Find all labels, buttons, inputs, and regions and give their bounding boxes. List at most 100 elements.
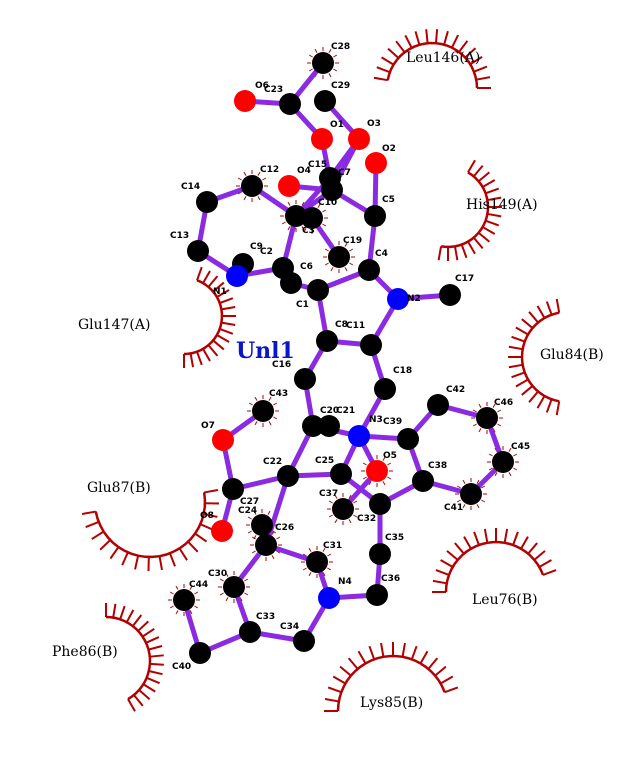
contact-spoke <box>382 481 386 486</box>
contact-spoke <box>194 605 199 609</box>
atom-c23 <box>279 93 301 115</box>
arc-spoke <box>472 236 484 250</box>
arc-spoke <box>221 305 236 311</box>
contact-spoke <box>273 402 278 406</box>
contact-spoke <box>322 209 327 213</box>
arc-spoke <box>212 281 225 293</box>
atom-label: C44 <box>189 580 208 590</box>
arc-curve <box>444 540 545 593</box>
contact-spoke <box>328 500 333 504</box>
arc-spoke <box>194 532 208 543</box>
arc-spoke <box>339 665 352 677</box>
arc-spoke <box>189 353 195 368</box>
arc-spoke <box>473 65 488 73</box>
atom-c13 <box>187 240 209 262</box>
contact-spoke <box>362 462 367 466</box>
atom-label: O1 <box>330 120 344 130</box>
residue-label: Lys85(B) <box>360 695 423 711</box>
atom-c27 <box>222 478 244 500</box>
atom-label: C40 <box>172 662 191 672</box>
arc-spoke <box>146 676 160 685</box>
atom-label: C20 <box>320 406 339 416</box>
contact-spoke <box>333 68 338 72</box>
arc-spoke <box>432 579 447 585</box>
arc-curve <box>183 279 224 356</box>
arc-spoke <box>482 179 496 188</box>
arc-spoke <box>520 536 529 550</box>
arc-spoke <box>85 521 100 528</box>
arc-spoke <box>199 523 214 531</box>
arc-spoke <box>503 528 509 543</box>
residue-label: Leu76(B) <box>472 592 538 608</box>
arc-spoke <box>203 512 218 518</box>
arc-spoke <box>178 547 188 561</box>
residue-label: Phe86(B) <box>52 644 118 660</box>
arc-spoke <box>112 603 117 618</box>
atom-c26 <box>255 534 277 556</box>
contact-spoke <box>492 403 496 408</box>
atom-label: C30 <box>208 569 227 579</box>
hydrophobic-arc <box>105 603 164 712</box>
atom-label: C45 <box>511 442 530 452</box>
contact-spoke <box>497 409 502 413</box>
contact-spoke <box>508 447 512 452</box>
contact-spoke <box>287 201 291 206</box>
atom-label: C38 <box>428 461 447 471</box>
contact-spoke <box>248 402 253 406</box>
contact-spoke <box>353 500 358 504</box>
atom-label: C29 <box>331 81 350 91</box>
contact-spoke <box>257 171 261 176</box>
atom-c34 <box>293 630 315 652</box>
atom-label: C28 <box>331 42 350 52</box>
atom-label: C31 <box>323 541 342 551</box>
contact-spoke <box>513 467 518 471</box>
contact-spoke <box>314 48 318 53</box>
hydrophobic-arc <box>324 642 459 712</box>
contact-spoke <box>456 485 461 489</box>
arc-spoke <box>137 620 150 632</box>
atom-c3 <box>301 207 323 229</box>
arc-spoke <box>473 531 480 546</box>
contact-spoke <box>169 605 174 609</box>
contact-spoke <box>472 423 477 427</box>
atom-c39 <box>397 428 419 450</box>
atom-label: C41 <box>444 503 463 513</box>
arc-spoke <box>487 196 502 202</box>
contact-spoke <box>253 510 257 515</box>
arc-spoke <box>207 344 219 357</box>
contact-spoke <box>476 479 480 484</box>
atom-o4 <box>278 175 300 197</box>
atom-label: C46 <box>494 398 513 408</box>
contact-spoke <box>244 592 249 596</box>
contact-spoke <box>308 547 312 552</box>
atom-label: C10 <box>318 198 337 208</box>
atom-c30 <box>223 576 245 598</box>
atom-c38 <box>412 470 434 492</box>
contact-spoke <box>488 453 493 457</box>
atom-label: C21 <box>336 406 355 416</box>
atom-label: C36 <box>381 574 400 584</box>
atom-label: C24 <box>238 506 257 516</box>
contact-spoke <box>243 171 247 176</box>
arc-spoke <box>443 30 449 45</box>
arc-spoke <box>381 56 395 66</box>
contact-spoke <box>478 403 482 408</box>
arc-spoke <box>138 689 151 700</box>
contact-spoke <box>328 73 332 78</box>
arc-spoke <box>425 29 429 44</box>
arc-spoke <box>427 657 439 670</box>
contact-spoke <box>348 494 352 499</box>
bond <box>263 473 291 548</box>
arc-spoke <box>121 551 129 566</box>
contact-spoke <box>308 572 312 577</box>
ligand-name: Unl1 <box>236 338 295 364</box>
atom-n3 <box>348 425 370 447</box>
atom-label: O2 <box>382 144 396 154</box>
atom-c1 <box>307 279 329 301</box>
atom-c46 <box>476 407 498 429</box>
atom-c22 <box>277 465 299 487</box>
hydrophobic-arc <box>437 159 502 261</box>
atom-label: C1 <box>296 300 309 310</box>
